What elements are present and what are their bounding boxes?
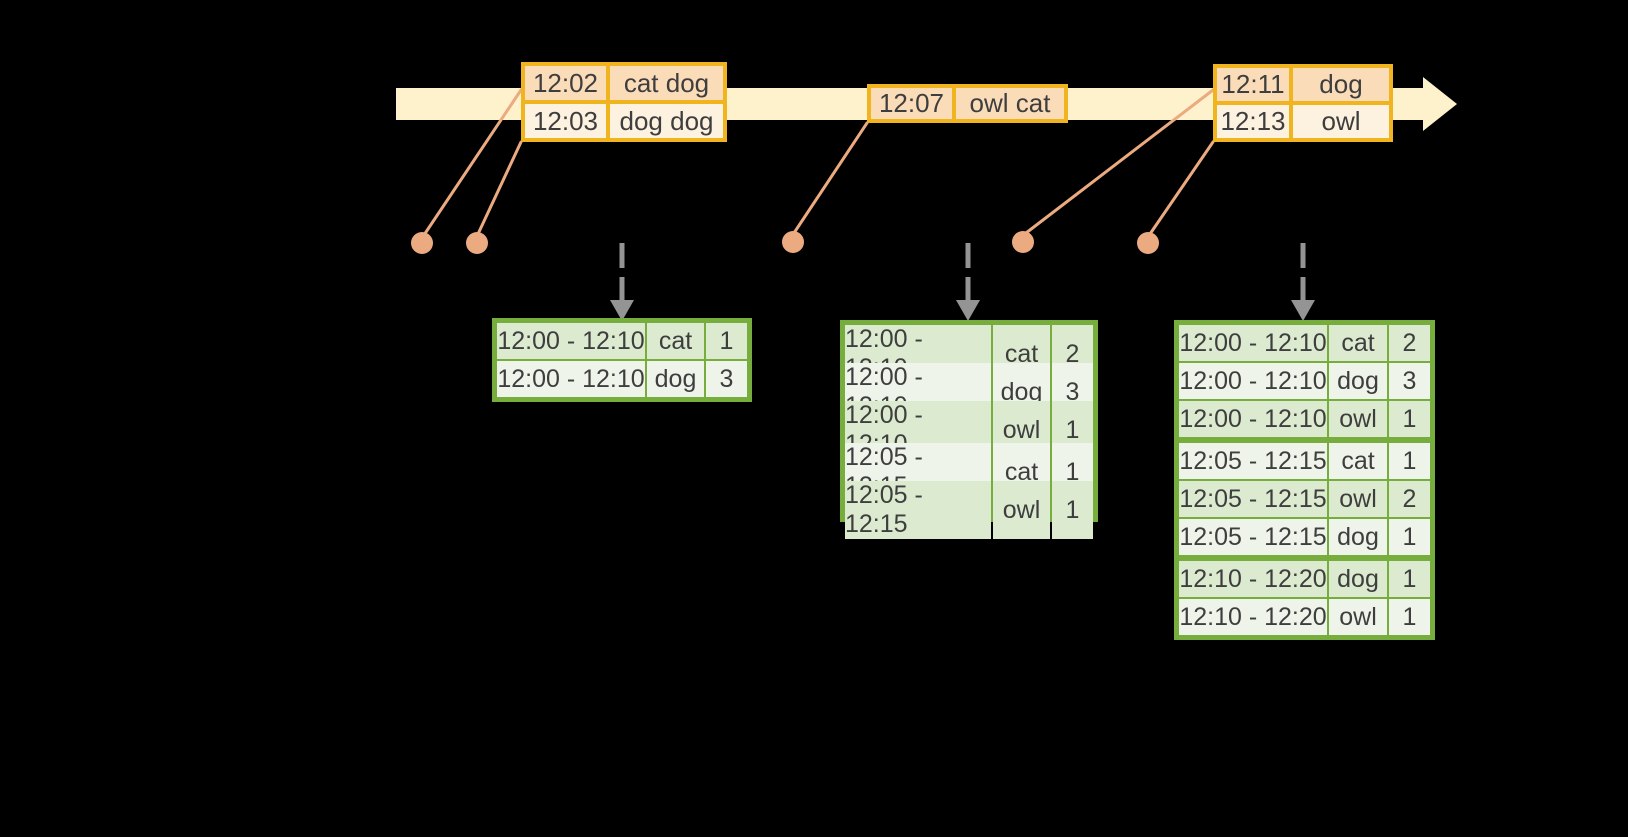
result-word-cell: dog [1329, 561, 1387, 597]
result-window-cell: 12:05 - 12:15 [845, 481, 991, 539]
event-dot [411, 232, 433, 254]
result-count-cell: 1 [1389, 599, 1430, 635]
result-table-2: 12:00 - 12:10 cat 2 12:00 - 12:10 dog 3 … [840, 320, 1098, 539]
result-word-cell: owl [1329, 599, 1387, 635]
event-row: 12:02 cat dog [525, 66, 723, 100]
result-window-cell: 12:00 - 12:10 [1179, 401, 1327, 437]
event-dot [1012, 231, 1034, 253]
result-word-cell: cat [1329, 325, 1387, 361]
trigger-arrow [1291, 243, 1315, 321]
connector-line [792, 121, 869, 235]
trigger-arrow [956, 243, 980, 321]
event-words-cell: dog dog [610, 104, 723, 138]
result-count-cell: 3 [706, 361, 747, 397]
result-row: 12:10 - 12:20 dog 1 [1179, 561, 1430, 597]
event-time-cell: 12:11 [1217, 68, 1289, 101]
result-window-cell: 12:05 - 12:15 [1179, 481, 1327, 517]
result-word-cell: cat [647, 323, 704, 359]
result-row: 12:00 - 12:10 dog 3 [845, 363, 1093, 421]
result-table-3: 12:00 - 12:10 cat 2 12:00 - 12:10 dog 3 … [1174, 320, 1435, 640]
result-count-cell: 3 [1389, 363, 1430, 399]
result-row: 12:00 - 12:10 dog 3 [1179, 363, 1430, 399]
event-words-cell: owl [1293, 105, 1389, 138]
result-count-cell: 1 [1389, 561, 1430, 597]
result-word-cell: owl [993, 481, 1050, 539]
result-row: 12:00 - 12:10 owl 1 [845, 401, 1093, 459]
result-row: 12:00 - 12:10 cat 1 [497, 323, 747, 359]
event-box-2: 12:07 owl cat [867, 84, 1068, 123]
result-count-cell: 1 [1389, 519, 1430, 555]
connector-line [476, 140, 523, 236]
result-row: 12:05 - 12:15 cat 1 [1179, 443, 1430, 479]
event-box-3: 12:11 dog 12:13 owl [1213, 64, 1393, 142]
trigger-arrow [610, 243, 634, 321]
result-row: 12:05 - 12:15 cat 1 [845, 443, 1093, 501]
result-table-1: 12:00 - 12:10 cat 1 12:00 - 12:10 dog 3 [492, 318, 752, 402]
result-row: 12:00 - 12:10 dog 3 [497, 361, 747, 397]
event-time-cell: 12:13 [1217, 105, 1289, 138]
result-word-cell: dog [1329, 363, 1387, 399]
result-row: 12:05 - 12:15 owl 2 [1179, 481, 1430, 517]
event-row: 12:07 owl cat [871, 88, 1064, 119]
result-window-cell: 12:10 - 12:20 [1179, 561, 1327, 597]
result-row: 12:05 - 12:15 owl 1 [845, 481, 1093, 539]
result-row: 12:05 - 12:15 dog 1 [1179, 519, 1430, 555]
event-words-cell: owl cat [956, 88, 1064, 119]
event-time-cell: 12:02 [525, 66, 606, 100]
result-window-cell: 12:05 - 12:15 [1179, 519, 1327, 555]
event-row: 12:11 dog [1217, 68, 1389, 101]
result-word-cell: owl [1329, 401, 1387, 437]
result-count-cell: 1 [1389, 443, 1430, 479]
trigger-arrowhead-icon [1291, 300, 1315, 321]
event-row: 12:13 owl [1217, 105, 1389, 138]
connector-line [1148, 140, 1215, 236]
result-count-cell: 1 [1389, 401, 1430, 437]
trigger-arrowhead-icon [956, 300, 980, 321]
result-row: 12:00 - 12:10 cat 2 [1179, 325, 1430, 361]
result-count-cell: 2 [1389, 481, 1430, 517]
result-row: 12:00 - 12:10 cat 2 [845, 325, 1093, 383]
result-window-cell: 12:00 - 12:10 [497, 361, 645, 397]
result-word-cell: dog [1329, 519, 1387, 555]
result-count-cell: 1 [706, 323, 747, 359]
event-words-cell: cat dog [610, 66, 723, 100]
result-window-cell: 12:00 - 12:10 [1179, 325, 1327, 361]
event-dot [1137, 232, 1159, 254]
event-box-1: 12:02 cat dog 12:03 dog dog [521, 62, 727, 142]
result-word-cell: owl [1329, 481, 1387, 517]
event-time-cell: 12:03 [525, 104, 606, 138]
event-time-cell: 12:07 [871, 88, 952, 119]
result-window-cell: 12:00 - 12:10 [497, 323, 645, 359]
result-count-cell: 1 [1052, 481, 1093, 539]
event-words-cell: dog [1293, 68, 1389, 101]
result-window-cell: 12:05 - 12:15 [1179, 443, 1327, 479]
event-row: 12:03 dog dog [525, 104, 723, 138]
result-count-cell: 2 [1389, 325, 1430, 361]
result-row: 12:00 - 12:10 owl 1 [1179, 401, 1430, 437]
result-row: 12:10 - 12:20 owl 1 [1179, 599, 1430, 635]
event-dot [466, 232, 488, 254]
result-word-cell: cat [1329, 443, 1387, 479]
event-dot [782, 231, 804, 253]
timeline-arrowhead-icon [1423, 77, 1457, 131]
result-word-cell: dog [647, 361, 704, 397]
result-window-cell: 12:00 - 12:10 [1179, 363, 1327, 399]
result-window-cell: 12:10 - 12:20 [1179, 599, 1327, 635]
